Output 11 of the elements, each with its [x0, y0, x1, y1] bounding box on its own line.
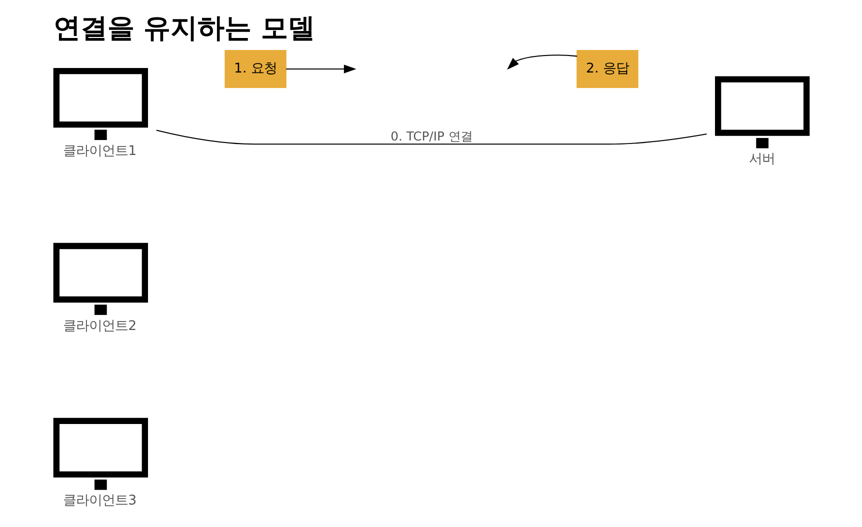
node-label: 클라이언트3 [62, 494, 136, 509]
connector [156, 130, 706, 145]
arrow [286, 64, 356, 74]
diagram-title: 연결을 유지하는 모델 [52, 12, 314, 44]
arrow [506, 54, 577, 70]
node-label: 클라이언트1 [62, 144, 136, 159]
edge-label: 0. TCP/IP 연결 [390, 130, 472, 144]
node-box: 2. 응답 [576, 50, 638, 88]
node-label: 클라이언트2 [62, 318, 136, 334]
node-label: 서버 [748, 152, 774, 168]
node-box: 1. 요청 [224, 50, 286, 88]
